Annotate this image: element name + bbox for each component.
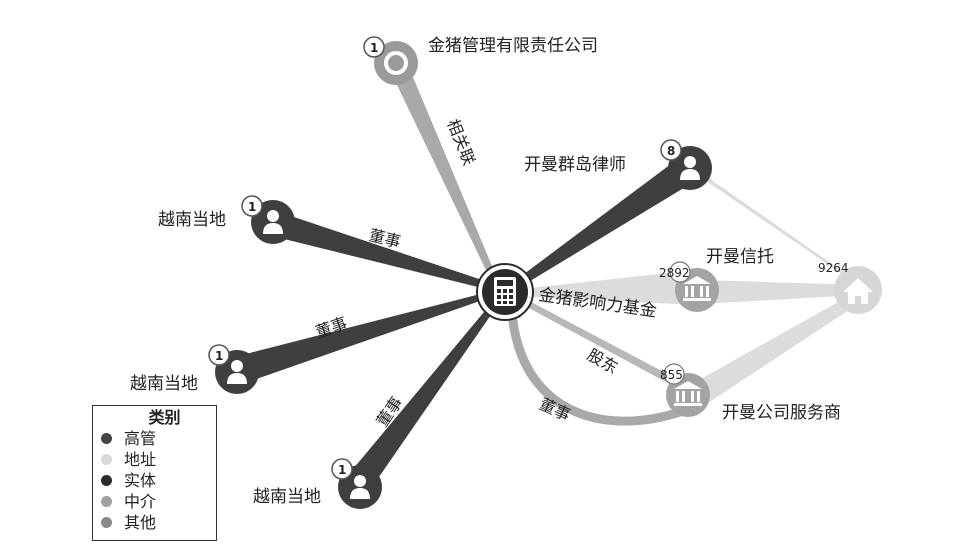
house-icon: [101, 454, 112, 465]
legend-item-officer: 高管: [101, 428, 216, 449]
node-service-count: 855: [660, 368, 683, 382]
node-service-label: 开曼公司服务商: [722, 403, 841, 423]
legend-title: 类别: [148, 408, 181, 427]
edge-service-shareholder: [514, 294, 690, 395]
edge-lawyer: [508, 155, 697, 292]
node-service[interactable]: 855 开曼公司服务商: [660, 363, 841, 423]
legend-label: 其他: [124, 512, 157, 532]
node-top-label: 金猪管理有限责任公司: [428, 36, 598, 56]
edge-viet2-director: [230, 290, 500, 384]
bank-icon: [683, 276, 711, 301]
edge-top-related: [385, 58, 502, 291]
node-top[interactable]: 1 金猪管理有限责任公司: [363, 36, 598, 85]
node-viet2-label: 越南当地: [130, 374, 198, 394]
node-address-count: 9264: [818, 261, 849, 275]
node-trust-count: 2892: [659, 266, 690, 280]
edge-service-address: [690, 292, 864, 405]
node-viet3-label: 越南当地: [253, 487, 321, 507]
node-viet1[interactable]: 1 越南当地: [158, 195, 295, 244]
node-viet2-count: 1: [215, 349, 223, 363]
node-viet3[interactable]: 1 越南当地: [253, 458, 382, 509]
edges: [230, 58, 864, 487]
legend-label: 中介: [124, 491, 157, 511]
node-viet2[interactable]: 1 越南当地: [130, 344, 259, 394]
legend-item-intermediary: 中介: [101, 491, 216, 512]
edge-lawyer-address: [690, 165, 862, 288]
edge-label-service-director: 董事: [536, 394, 573, 424]
legend-label: 高管: [124, 428, 157, 448]
person-icon: [350, 475, 370, 499]
node-trust-label: 开曼信托: [706, 247, 774, 267]
person-icon: [227, 360, 247, 384]
node-trust[interactable]: 2892 开曼信托: [659, 247, 774, 312]
edge-trust: [512, 270, 697, 305]
legend-item-entity: 实体: [101, 470, 216, 491]
person-icon: [680, 156, 700, 180]
person-icon: [101, 433, 112, 444]
edge-viet3-director: [348, 294, 504, 487]
edge-trust-address: [700, 280, 860, 304]
legend: 类别 高管 地址 实体 中介 其他: [92, 405, 217, 541]
node-lawyer[interactable]: 8 开曼群岛律师: [524, 139, 712, 190]
edge-label-related: 相关联: [443, 116, 479, 168]
calculator-icon: [101, 475, 112, 486]
edge-viet1-director: [272, 210, 500, 292]
node-address[interactable]: 9264: [818, 261, 882, 314]
bank-icon: [101, 496, 112, 507]
legend-item-other: 其他: [101, 512, 216, 533]
bank-icon: [674, 381, 702, 406]
calculator-icon: [494, 277, 516, 306]
edge-service-director: [507, 311, 688, 426]
node-viet3-count: 1: [338, 463, 346, 477]
node-viet1-label: 越南当地: [158, 210, 226, 230]
legend-label: 实体: [124, 470, 157, 490]
ring-icon: [101, 517, 112, 528]
node-viet1-count: 1: [248, 200, 256, 214]
node-lawyer-label: 开曼群岛律师: [524, 155, 626, 175]
person-icon: [263, 210, 283, 234]
house-icon: [843, 278, 873, 304]
node-top-count: 1: [370, 41, 378, 55]
legend-item-address: 地址: [101, 449, 216, 470]
ring-icon: [384, 51, 408, 75]
node-lawyer-count: 8: [667, 144, 675, 158]
legend-label: 地址: [124, 449, 157, 469]
